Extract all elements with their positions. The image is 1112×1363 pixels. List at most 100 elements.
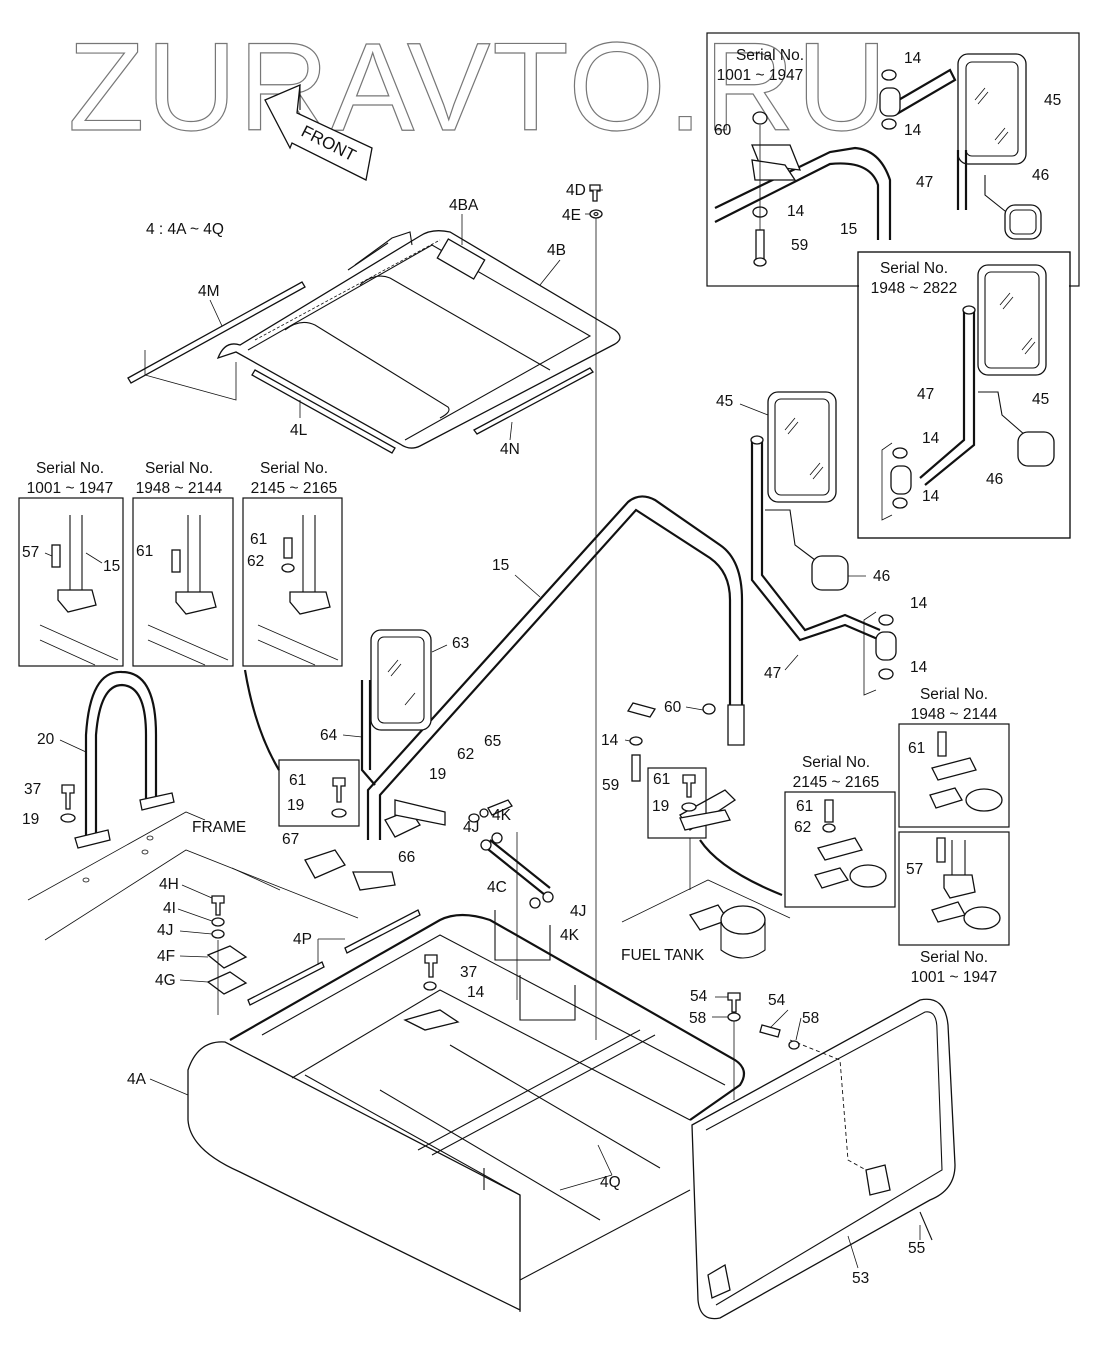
watermark-text: ZURAVTO.RU <box>68 18 889 157</box>
callout-47: 47 <box>917 386 934 403</box>
inset-range: 2145 ~ 2165 <box>793 774 880 791</box>
inset-title: Serial No. <box>802 754 870 771</box>
washer-4E <box>589 209 603 219</box>
callout-57: 57 <box>22 544 39 561</box>
inset-range: 1948 ~ 2144 <box>911 706 998 723</box>
callout-4A: 4A <box>127 1071 147 1088</box>
seal-strip-4N <box>473 367 594 435</box>
callout-14: 14 <box>922 430 940 447</box>
callout-45: 45 <box>1032 391 1049 408</box>
inset-tank-1001-1947: Serial No. 1001 ~ 1947 <box>898 831 1010 986</box>
callout-59: 59 <box>602 777 619 794</box>
inset-bracket-detail <box>626 702 783 897</box>
callout-14: 14 <box>904 122 922 139</box>
callout-46: 46 <box>1032 167 1049 184</box>
clamp-67 <box>304 849 346 879</box>
callout-19: 19 <box>652 798 669 815</box>
linkage-4C <box>480 832 554 1000</box>
post-base <box>352 871 396 891</box>
group-note: 4 : 4A ~ 4Q <box>146 221 224 238</box>
callout-4G: 4G <box>155 972 176 989</box>
inset-title: Serial No. <box>880 260 948 277</box>
inset-title: Serial No. <box>920 686 988 703</box>
callout-14: 14 <box>467 984 485 1001</box>
inset-post-2145-2165: Serial No. 2145 ~ 2165 <box>242 460 343 667</box>
inset-mirror-1001-1947: Serial No. 1001 ~ 1947 <box>706 32 1080 287</box>
frame-label: FRAME <box>192 819 246 836</box>
callout-46: 46 <box>986 471 1003 488</box>
callout-55: 55 <box>908 1240 925 1257</box>
callout-4L: 4L <box>290 422 308 439</box>
callout-4N: 4N <box>500 441 520 458</box>
callout-54: 54 <box>768 992 786 1009</box>
callout-58: 58 <box>689 1010 706 1027</box>
callout-61: 61 <box>908 740 925 757</box>
hardware-stack-4H-4G <box>206 895 248 1015</box>
callout-14: 14 <box>601 732 619 749</box>
inset-range: 1001 ~ 1947 <box>717 67 804 84</box>
callout-19: 19 <box>287 797 304 814</box>
inset-range: 2145 ~ 2165 <box>251 480 338 497</box>
callout-14: 14 <box>922 488 940 505</box>
inset-title: Serial No. <box>736 47 804 64</box>
callout-15: 15 <box>840 221 857 238</box>
inset-range: 1001 ~ 1947 <box>27 480 114 497</box>
callout-4BA: 4BA <box>449 197 479 214</box>
callout-4M: 4M <box>198 283 220 300</box>
callout-45: 45 <box>1044 92 1061 109</box>
callout-14: 14 <box>787 203 805 220</box>
inset-clamp-detail <box>243 669 360 827</box>
callout-4K: 4K <box>492 807 512 824</box>
callout-63: 63 <box>452 635 469 652</box>
roof-panel-4B <box>127 230 621 454</box>
callout-67: 67 <box>282 831 299 848</box>
callout-4D: 4D <box>566 182 586 199</box>
callout-4B: 4B <box>547 242 566 259</box>
callout-4I: 4I <box>163 900 176 917</box>
callout-15: 15 <box>103 558 120 575</box>
callout-47: 47 <box>916 174 933 191</box>
inset-post-1001-1947: Serial No. 1001 ~ 1947 <box>18 460 124 667</box>
inset-mirror-1948-2822: Serial No. 1948 ~ 2822 <box>857 251 1071 539</box>
inset-range: 1001 ~ 1947 <box>911 969 998 986</box>
callout-64: 64 <box>320 727 338 744</box>
callout-57: 57 <box>906 861 923 878</box>
callout-4J: 4J <box>157 922 173 939</box>
callout-4H: 4H <box>159 876 179 893</box>
callout-61: 61 <box>796 798 813 815</box>
callout-4K: 4K <box>560 927 580 944</box>
bolt-65 <box>468 799 513 823</box>
callout-61: 61 <box>250 531 267 548</box>
callout-62: 62 <box>794 819 811 836</box>
callout-61: 61 <box>136 543 153 560</box>
inset-title: Serial No. <box>36 460 104 477</box>
callout-4J: 4J <box>570 903 586 920</box>
callout-37: 37 <box>460 964 477 981</box>
callout-61: 61 <box>653 771 670 788</box>
bracket-plate <box>394 799 446 826</box>
callout-61: 61 <box>289 772 306 789</box>
callout-14: 14 <box>910 659 928 676</box>
callout-15: 15 <box>492 557 509 574</box>
inset-title: Serial No. <box>260 460 328 477</box>
callout-37: 37 <box>24 781 41 798</box>
mirror-45 <box>750 391 897 696</box>
callout-14: 14 <box>904 50 922 67</box>
callout-60: 60 <box>714 122 732 139</box>
callout-65: 65 <box>484 733 501 750</box>
callout-59: 59 <box>791 237 808 254</box>
callout-4E: 4E <box>562 207 581 224</box>
fuel-tank-label: FUEL TANK <box>621 947 705 964</box>
inset-range: 1948 ~ 2144 <box>136 480 223 497</box>
callout-4P: 4P <box>293 931 312 948</box>
door-frame-53 <box>691 992 956 1320</box>
inset-tank-2145-2165: Serial No. 2145 ~ 2165 <box>784 754 896 908</box>
callout-4F: 4F <box>157 948 175 965</box>
callout-62: 62 <box>457 746 474 763</box>
callout-4J: 4J <box>463 819 479 836</box>
handrail-20 <box>60 670 175 849</box>
seal-strip-4P-upper <box>344 909 421 954</box>
inset-title: Serial No. <box>920 949 988 966</box>
callout-62: 62 <box>247 553 264 570</box>
